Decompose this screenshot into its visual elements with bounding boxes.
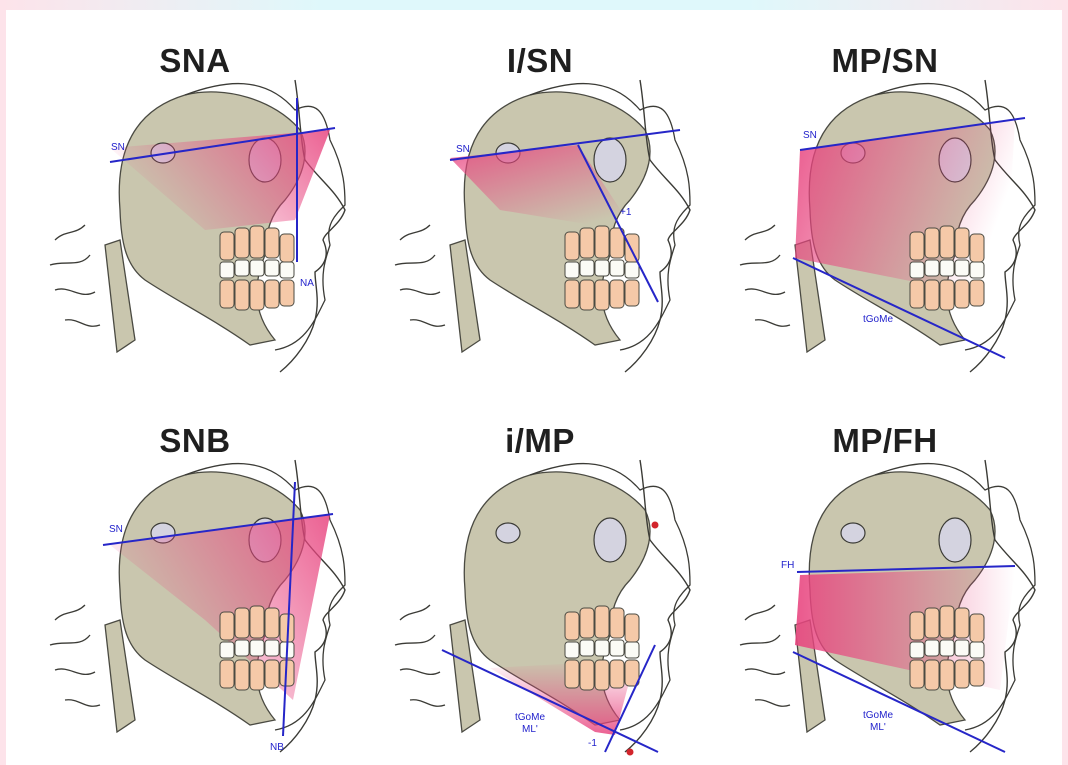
teeth [220,606,294,690]
left-border [0,0,6,765]
teeth [565,226,639,310]
sn-label: SN [111,142,125,153]
panel-sna: SNA [25,0,365,370]
incisor-label: +1 [620,207,632,218]
skull-drawing [395,80,690,372]
teeth [220,226,294,310]
panel-i-mp: i/MP [370,380,710,750]
ml-label: ML' [870,722,886,733]
landmark-dot [627,749,634,756]
cephalometric-diagram: FH tGoMe ML' [715,380,1055,750]
panel-mp-sn: MP/SN [715,0,1055,370]
panel-mp-fh: MP/FH [715,380,1055,750]
skull-drawing [395,460,690,752]
cephalometric-diagram: tGoMe ML' -1 [370,380,710,750]
cephalometric-diagram: SN +1 [370,0,710,370]
teeth [910,606,984,690]
sn-label: SN [803,130,817,141]
mp-label: tGoMe [515,712,545,723]
fh-label: FH [781,560,794,571]
cephalometric-diagram: SN NB [25,380,365,750]
incisor-label: -1 [588,738,597,749]
skull-drawing [50,80,345,372]
mp-label: tGoMe [863,314,893,325]
nb-label: NB [270,742,284,753]
cephalometric-diagram: SN NA [25,0,365,370]
teeth [565,606,639,690]
panel-i-sn: I/SN [370,0,710,370]
landmark-dot [652,522,659,529]
sn-label: SN [109,524,123,535]
panel-snb: SNB [25,380,365,750]
teeth [910,226,984,310]
cephalometric-diagram: SN tGoMe [715,0,1055,370]
mp-label: tGoMe [863,710,893,721]
na-label: NA [300,278,314,289]
right-border [1062,0,1068,765]
ml-label: ML' [522,724,538,735]
sn-label: SN [456,144,470,155]
